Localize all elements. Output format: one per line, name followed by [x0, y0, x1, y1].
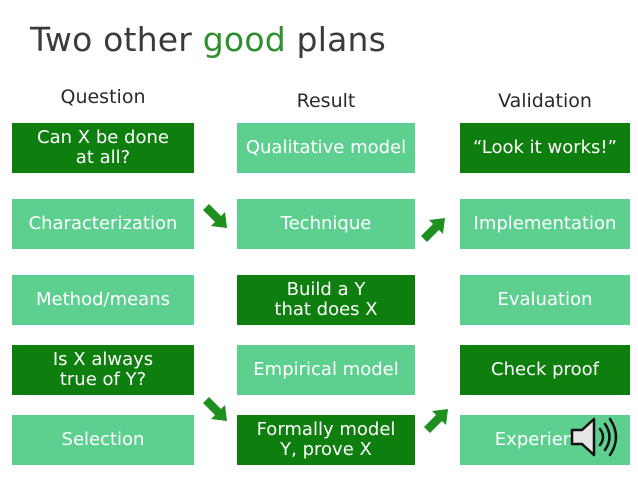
column-header-result: Result	[296, 90, 356, 112]
question-box-characterization: Characterization	[12, 199, 194, 249]
validation-box-look-it-works: “Look it works!”	[460, 123, 630, 173]
result-box-empirical-model: Empirical model	[237, 345, 415, 395]
arrow-up-right-icon	[424, 409, 448, 433]
result-box-qualitative-model: Qualitative model	[237, 123, 415, 173]
question-box-method-means: Method/means	[12, 275, 194, 325]
column-header-question: Question	[60, 86, 146, 108]
arrow-down-right-icon	[203, 204, 227, 228]
question-box-selection: Selection	[12, 415, 194, 465]
validation-box-evaluation: Evaluation	[460, 275, 630, 325]
result-box-formally-model: Formally model Y, prove X	[237, 415, 415, 465]
arrow-down-right-icon	[203, 397, 227, 421]
question-box-can-x-be-done: Can X be done at all?	[12, 123, 194, 173]
slide-title: Two other good plans	[30, 20, 386, 59]
title-pre: Two other	[30, 20, 203, 59]
arrow-up-right-icon	[421, 218, 445, 242]
validation-box-check-proof: Check proof	[460, 345, 630, 395]
title-post: plans	[285, 20, 386, 59]
validation-box-implementation: Implementation	[460, 199, 630, 249]
title-accent: good	[202, 20, 286, 59]
speaker-icon[interactable]	[566, 413, 622, 461]
result-box-build-a-y: Build a Y that does X	[237, 275, 415, 325]
result-box-technique: Technique	[237, 199, 415, 249]
question-box-is-x-always-true: Is X always true of Y?	[12, 345, 194, 395]
column-header-validation: Validation	[498, 90, 592, 112]
